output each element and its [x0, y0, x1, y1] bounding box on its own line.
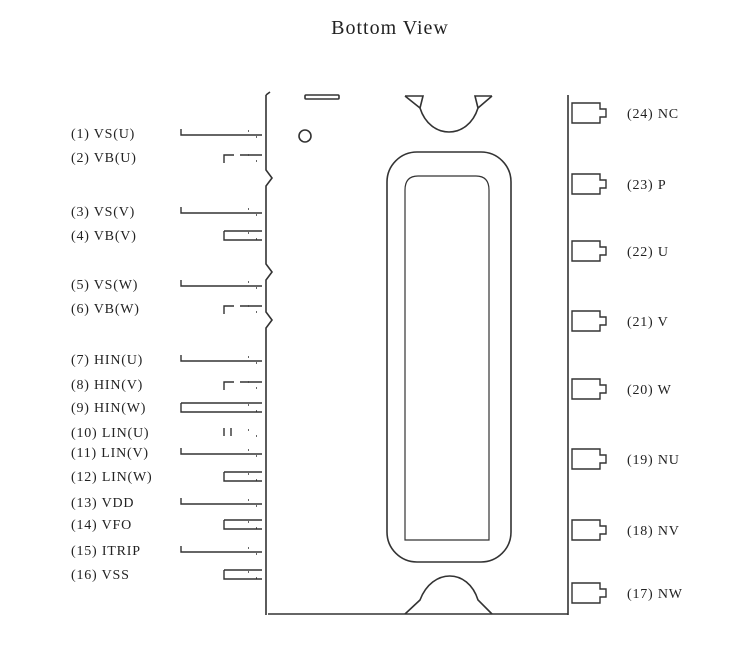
left-pin-lead	[223, 519, 262, 530]
heatsink-inner	[404, 175, 490, 541]
left-pin-lead	[180, 402, 262, 413]
lead-dots	[248, 154, 258, 162]
left-pin-label: (12) LIN(W)	[71, 470, 153, 485]
left-pin-lead	[180, 355, 262, 362]
left-pin-lead	[180, 546, 262, 553]
left-pin-lead	[180, 129, 262, 136]
left-pin-label: (14) VFO	[71, 518, 132, 533]
right-pin-lead	[571, 448, 607, 470]
left-pin-label: (11) LIN(V)	[71, 446, 149, 461]
left-pin-label: (1) VS(U)	[71, 127, 135, 142]
lead-dots	[248, 499, 258, 507]
pin1-dot	[298, 129, 312, 143]
left-wall	[265, 95, 273, 615]
left-pin-label: (10) LIN(U)	[71, 426, 149, 441]
left-pin-label: (13) VDD	[71, 496, 134, 511]
left-pin-label: (8) HIN(V)	[71, 378, 143, 393]
lead-dots	[248, 208, 258, 216]
right-pin-label: (20) W	[627, 383, 672, 398]
top-edge	[265, 91, 568, 615]
lead-dots	[248, 429, 258, 437]
lead-dots	[248, 232, 258, 240]
right-pin-leads	[571, 102, 607, 604]
right-pin-lead	[571, 173, 607, 195]
right-pin-label: (19) NU	[627, 453, 680, 468]
right-pin-label: (24) NC	[627, 107, 679, 122]
left-pin-leads	[180, 129, 262, 580]
right-pin-lead	[571, 582, 607, 604]
left-pin-label: (9) HIN(W)	[71, 401, 146, 416]
left-pin-labels: (1) VS(U) (2) VB(U) (3) VS(V) (4) VB(V) (5) …	[71, 127, 153, 583]
index-mark	[304, 94, 340, 100]
lead-dots	[248, 130, 258, 138]
lead-dots	[248, 281, 258, 289]
lead-dots	[248, 571, 258, 579]
heatsink-outer	[386, 151, 512, 563]
left-pin-label: (5) VS(W)	[71, 278, 138, 293]
lead-dots	[248, 404, 258, 412]
right-pin-lead	[571, 310, 607, 332]
lead-dots	[248, 356, 258, 364]
left-pin-lead	[180, 280, 262, 287]
left-pin-lead	[223, 569, 262, 580]
left-pin-lead	[180, 448, 262, 455]
lead-dots	[248, 473, 258, 481]
lead-dots	[248, 547, 258, 555]
lead-dots	[248, 449, 258, 457]
left-pin-lead	[180, 498, 262, 505]
left-pin-label: (7) HIN(U)	[71, 353, 143, 368]
left-pin-lead	[223, 305, 262, 314]
left-pin-lead	[223, 471, 262, 482]
lead-dots	[248, 381, 258, 389]
left-pin-lead	[223, 428, 232, 436]
left-pin-label: (16) VSS	[71, 568, 130, 583]
diagram-title: Bottom View	[331, 17, 449, 39]
left-pin-lead	[223, 230, 262, 241]
right-pin-label: (22) U	[627, 245, 669, 260]
right-pin-lead	[571, 519, 607, 541]
top-notch	[405, 95, 492, 133]
right-pin-lead	[571, 378, 607, 400]
right-pin-label: (17) NW	[627, 587, 683, 602]
right-pin-lead	[571, 240, 607, 262]
left-pin-label: (15) ITRIP	[71, 544, 141, 559]
left-pin-lead	[180, 207, 262, 214]
left-pin-label: (6) VB(W)	[71, 302, 140, 317]
right-pin-lead	[571, 102, 607, 124]
left-pin-label: (4) VB(V)	[71, 229, 137, 244]
left-pin-label: (3) VS(V)	[71, 205, 135, 220]
right-pin-label: (21) V	[627, 315, 668, 330]
bottom-notch	[404, 575, 493, 615]
left-pin-label: (2) VB(U)	[71, 151, 137, 166]
right-pin-label: (18) NV	[627, 524, 680, 539]
right-pin-labels: (24) NC (23) P (22) U (21) V (20) W (19) NU (1…	[627, 107, 683, 602]
lead-dots	[248, 305, 258, 313]
left-pin-lead	[223, 381, 262, 390]
lead-dots	[248, 521, 258, 529]
left-pin-lead	[223, 154, 262, 163]
right-pin-label: (23) P	[627, 178, 666, 193]
package-body	[265, 91, 569, 615]
